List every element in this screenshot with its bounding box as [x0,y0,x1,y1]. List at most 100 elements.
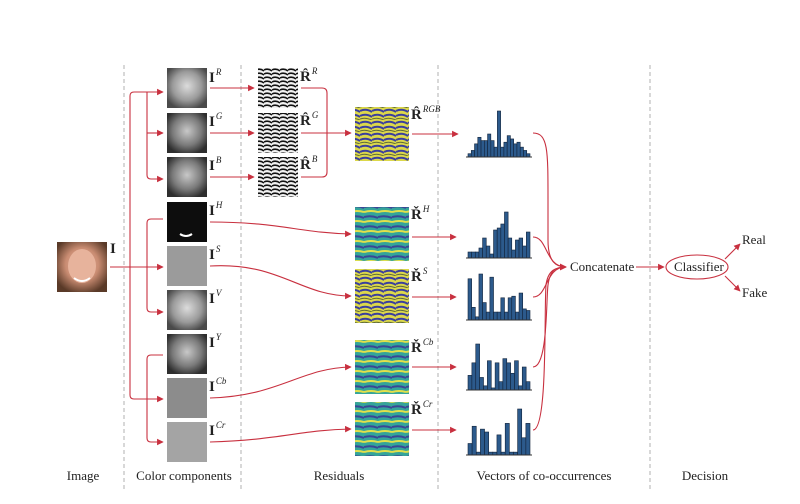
label-R-hat-B: R̂B [300,155,317,173]
label-base: I [209,114,215,130]
histogram-bar [518,237,524,259]
histogram-bar [498,381,504,391]
label-base: I [209,423,215,439]
column-dividers [123,65,651,490]
histogram-Cr [466,408,532,456]
arrow-S-res [209,265,352,300]
label-base: R̂ [411,107,422,123]
histogram-bar [507,237,513,259]
label-I-H: IH [209,201,222,219]
label-base: R̂ [300,157,311,173]
histogram-bar [475,343,480,391]
arrow-classifier-real [724,243,741,260]
histogram-bar [494,362,500,391]
histogram-bar [504,423,510,456]
histogram-bar [515,311,520,321]
label-base: I [209,335,215,351]
thumb-Cb [167,378,207,418]
histogram-bar [521,437,527,456]
label-sup: H [422,204,430,214]
label-sup: R [215,67,222,77]
arrow-RGB-branch [146,92,164,183]
histogram-bar [480,140,485,158]
label-sup: RGB [422,104,441,114]
label-sup: H [215,200,223,210]
histogram-bar [510,138,514,158]
residual-R [258,68,298,108]
histogram-bar [467,251,472,259]
column-label-residuals: Residuals [313,468,365,483]
histogram-bar [496,311,502,321]
column-label-vectors: Vectors of co-occurrences [476,468,612,483]
histogram-bar [478,273,483,321]
thumb-V [167,290,207,330]
histogram-bar [490,140,495,158]
arrow-YCbCr-branch [146,354,163,442]
thumb-G [167,113,207,153]
arrow-merge-RGB [301,87,351,178]
arrow-input-to-Cb [129,267,164,403]
label-sup: Y [215,332,221,342]
histogram-bar [484,431,489,456]
residual-B [258,157,298,197]
label-sup: Cr [422,399,433,409]
label-I-Cr: ICr [209,421,225,439]
histogram-bar [500,297,505,321]
arrow-classifier-fake [724,275,741,292]
histogram-bar [526,310,531,321]
histogram-bar [504,311,509,321]
arrow-Cb-res [209,363,352,399]
label-sup: G [311,110,319,120]
column-label-color-components: Color components [136,468,232,483]
thumb-R [167,68,207,108]
arrows [110,84,741,442]
histogram-bar [487,360,492,391]
label-I-B: IB [209,156,221,174]
histogram-bar [496,434,502,456]
histogram-bar [504,211,509,259]
label-I-S: IS [209,245,220,263]
label-base: R̂ [300,113,311,129]
column-label-decision: Decision [681,468,729,483]
label-sup: Cb [215,376,227,386]
arrow-H-res [209,221,352,238]
histogram-bar [516,141,521,158]
label-base: I [209,70,215,86]
label-sup: R [311,66,318,76]
arrow-hist-Cr-concat [532,263,567,431]
histogram-Cb [466,343,532,391]
label-I-V: IV [209,289,221,307]
classifier-ellipse [665,254,729,280]
histogram-bar [467,443,473,456]
label-R-check-Cr: ŘCr [411,400,432,418]
histogram-bar [484,140,488,158]
histogram-bar [525,381,531,391]
histogram-bar [518,292,524,321]
histogram-bar [471,362,477,391]
histogram-bar [467,278,472,321]
label-base: Ř [411,402,422,418]
label-I-R: IR [209,68,221,86]
arrow-input-trunk [129,88,164,267]
residual-G [258,113,298,153]
thumb-Y [167,334,207,374]
residual-H [355,207,409,261]
histogram-bar [521,366,527,391]
histogram-bar [510,372,515,391]
residual-S [355,269,409,323]
histogram-bar [502,358,508,391]
label-sup: B [311,154,318,164]
histogram-bar [477,136,482,158]
label-R-check-H: ŘH [411,205,429,223]
histogram-bar [489,276,494,321]
label-R-check-S: ŘS [411,267,427,285]
residual-thumbs [258,68,409,456]
thumb-S [167,246,207,286]
histogram-bar [517,408,523,456]
histogram-bar [493,229,498,259]
label-sup: S [422,266,428,276]
label-sup: B [215,155,222,165]
label-base: I [209,203,215,219]
residual-Cb [355,340,409,394]
histogram-bar [478,247,483,259]
